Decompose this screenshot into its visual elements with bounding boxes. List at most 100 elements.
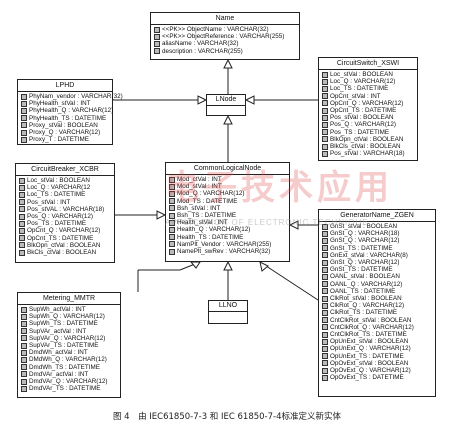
attribute-icon [322, 107, 328, 114]
attribute-icon [19, 213, 25, 220]
attribute-row: Loc_stVal : BOOLEAN [19, 177, 112, 184]
attribute-icon [169, 191, 175, 197]
attribute-text: BlkCls_ctVal : BOOLEAN [330, 143, 401, 151]
attribute-icon [322, 252, 328, 259]
attribute-icon [169, 183, 175, 190]
attribute-text: OANL_stVal : BOOLEAN [330, 273, 400, 281]
attribute-text: OpCnt_stVal : INT [330, 92, 381, 100]
attribute-text: CntClkRot_Q : VARCHAR(12) [330, 323, 414, 331]
attribute-icon [21, 328, 27, 335]
attribute-text: Loc_TS : DATETIME [27, 191, 86, 199]
attribute-icon [322, 274, 328, 281]
attribute-row: DmdWh_actVal : INT [21, 349, 118, 356]
attribute-row: ClkRot_Q : VARCHAR(12) [322, 302, 433, 309]
attribute-row: NamePlt_swRev : VARCHAR(32) [169, 248, 287, 255]
attribute-text: OpOvExt_Q : VARCHAR(12) [330, 367, 411, 375]
attribute-icon [169, 176, 175, 183]
attribute-row: GnSt_TS : DATETIME [322, 266, 433, 273]
attribute-row: Pos_TS : DATETIME [322, 129, 415, 136]
attribute-row: Pos_stVal : BOOLEAN [322, 114, 415, 121]
attribute-icon [21, 378, 27, 385]
attribute-text: ClkRot_TS : DATETIME [330, 309, 398, 317]
attribute-text: Proxy_T : DATETIME [29, 136, 89, 144]
attribute-icon [322, 281, 328, 288]
attribute-row: Health_TS : DATETIME [169, 234, 287, 241]
attribute-text: SupVAr_actVal : INT [29, 327, 87, 335]
attribute-row: GnSt_TS : DATETIME [322, 245, 433, 252]
attribute-icon [322, 324, 328, 331]
attribute-row: Pos_Q : VARCHAR(12) [322, 121, 415, 128]
attribute-text: OANL_TS : DATETIME [330, 287, 396, 295]
lphd-class-box: LPHD PhyNam_vendor : VARCHAR(32)PhyHealt… [17, 79, 123, 145]
attribute-icon [19, 184, 25, 191]
attribute-icon [322, 150, 328, 157]
attribute-icon [21, 349, 27, 356]
attribute-row: CntClkRot_stVal : BOOLEAN [322, 317, 433, 324]
attribute-text: Loc_TS : DATETIME [330, 85, 389, 93]
attribute-icon [154, 41, 160, 47]
attribute-text: GnSt_Q : VARCHAR(12) [330, 237, 400, 245]
attribute-text: Health_Q : VARCHAR(12) [177, 226, 251, 234]
attribute-row: OpCnt_TS : DATETIME [19, 235, 112, 242]
attribute-text: BlkOpn_ctVal : BOOLEAN [27, 241, 101, 249]
attribute-icon [154, 33, 160, 40]
attribute-icon [21, 357, 27, 364]
attribute-row: SupWh_Q : VARCHAR(12) [21, 313, 118, 320]
attribute-icon [322, 136, 328, 143]
attribute-row: Health_Q : VARCHAR(12) [169, 226, 287, 233]
attribute-text: Loc_Q : VARCHAR(12) [330, 78, 396, 86]
attribute-icon [322, 295, 328, 302]
attribute-icon [21, 306, 27, 313]
attribute-row: <<PK>> ObjectReference : VARCHAR(255) [154, 33, 297, 40]
attribute-text: NamePlt_swRev : VARCHAR(32) [177, 248, 271, 256]
attribute-text: <<PK>> ObjectName : VARCHAR(32) [162, 26, 269, 33]
attribute-icon [21, 136, 27, 143]
attribute-icon [322, 129, 328, 136]
attribute-row: OANL_stVal : BOOLEAN [322, 273, 433, 280]
attribute-icon [322, 238, 328, 244]
class-title: CircuitBreaker_XCBR [16, 164, 114, 176]
watermark: 电子技术应用 [165, 168, 393, 208]
attribute-row: SupWh_actVal : INT [21, 306, 118, 313]
attribute-icon [19, 220, 25, 227]
attribute-row: OpOvExt_stVal : BOOLEAN [322, 360, 433, 367]
attribute-row: Bsh_stVal : INT [169, 205, 287, 212]
figure-caption: 图 4 由 IEC61850-7-3 和 IEC 61850-7-4标准定义新实… [112, 412, 342, 422]
attribute-icon [322, 367, 328, 374]
attribute-text: Mod_Q : VARCHAR(12) [177, 190, 245, 198]
attribute-text: Health_TS : DATETIME [177, 233, 244, 241]
attribute-icon [21, 108, 27, 114]
attribute-row: PhyHealth_stVal : INT [21, 100, 110, 107]
attribute-icon [169, 234, 175, 241]
attribute-icon [322, 122, 328, 129]
attribute-text: Pos_Q : VARCHAR(12) [27, 213, 94, 221]
attribute-icon [322, 374, 328, 381]
attribute-icon [322, 302, 328, 309]
class-title: Name [151, 13, 299, 25]
attribute-row: Loc_Q : VARCHAR(12 [19, 184, 112, 191]
attribute-text: Health_stVal : INT [177, 219, 228, 227]
attribute-text: OpCnt_TS : DATETIME [27, 234, 94, 242]
attribute-row: Pos_TS : DATETIME [19, 220, 112, 227]
attribute-icon [19, 249, 25, 256]
attribute-text: OpCnt_Q : VARCHAR(12) [27, 227, 101, 235]
attribute-icon [154, 48, 160, 55]
attribute-icon [21, 385, 27, 392]
attribute-text: Bsh_stVal : INT [177, 204, 221, 212]
attribute-icon [19, 206, 25, 213]
attribute-icon [154, 26, 160, 33]
attribute-row: GnSt_Q : VARCHAR(18) [322, 230, 433, 237]
attribute-icon [169, 205, 175, 212]
attribute-text: Pos_Q : VARCHAR(12) [330, 121, 397, 129]
attribute-text: SupVAr_Q : VARCHAR(12) [29, 334, 106, 342]
attribute-icon [21, 100, 27, 107]
attribute-row: Mod_TS : DATETIME [169, 198, 287, 205]
attribute-icon [169, 241, 175, 248]
attribute-text: Loc_Q : VARCHAR(12 [27, 184, 91, 192]
attribute-text: Mod_ctVal : INT [177, 176, 222, 183]
attribute-icon [322, 230, 328, 237]
attribute-text: ClkRot_Q : VARCHAR(12) [330, 302, 405, 310]
